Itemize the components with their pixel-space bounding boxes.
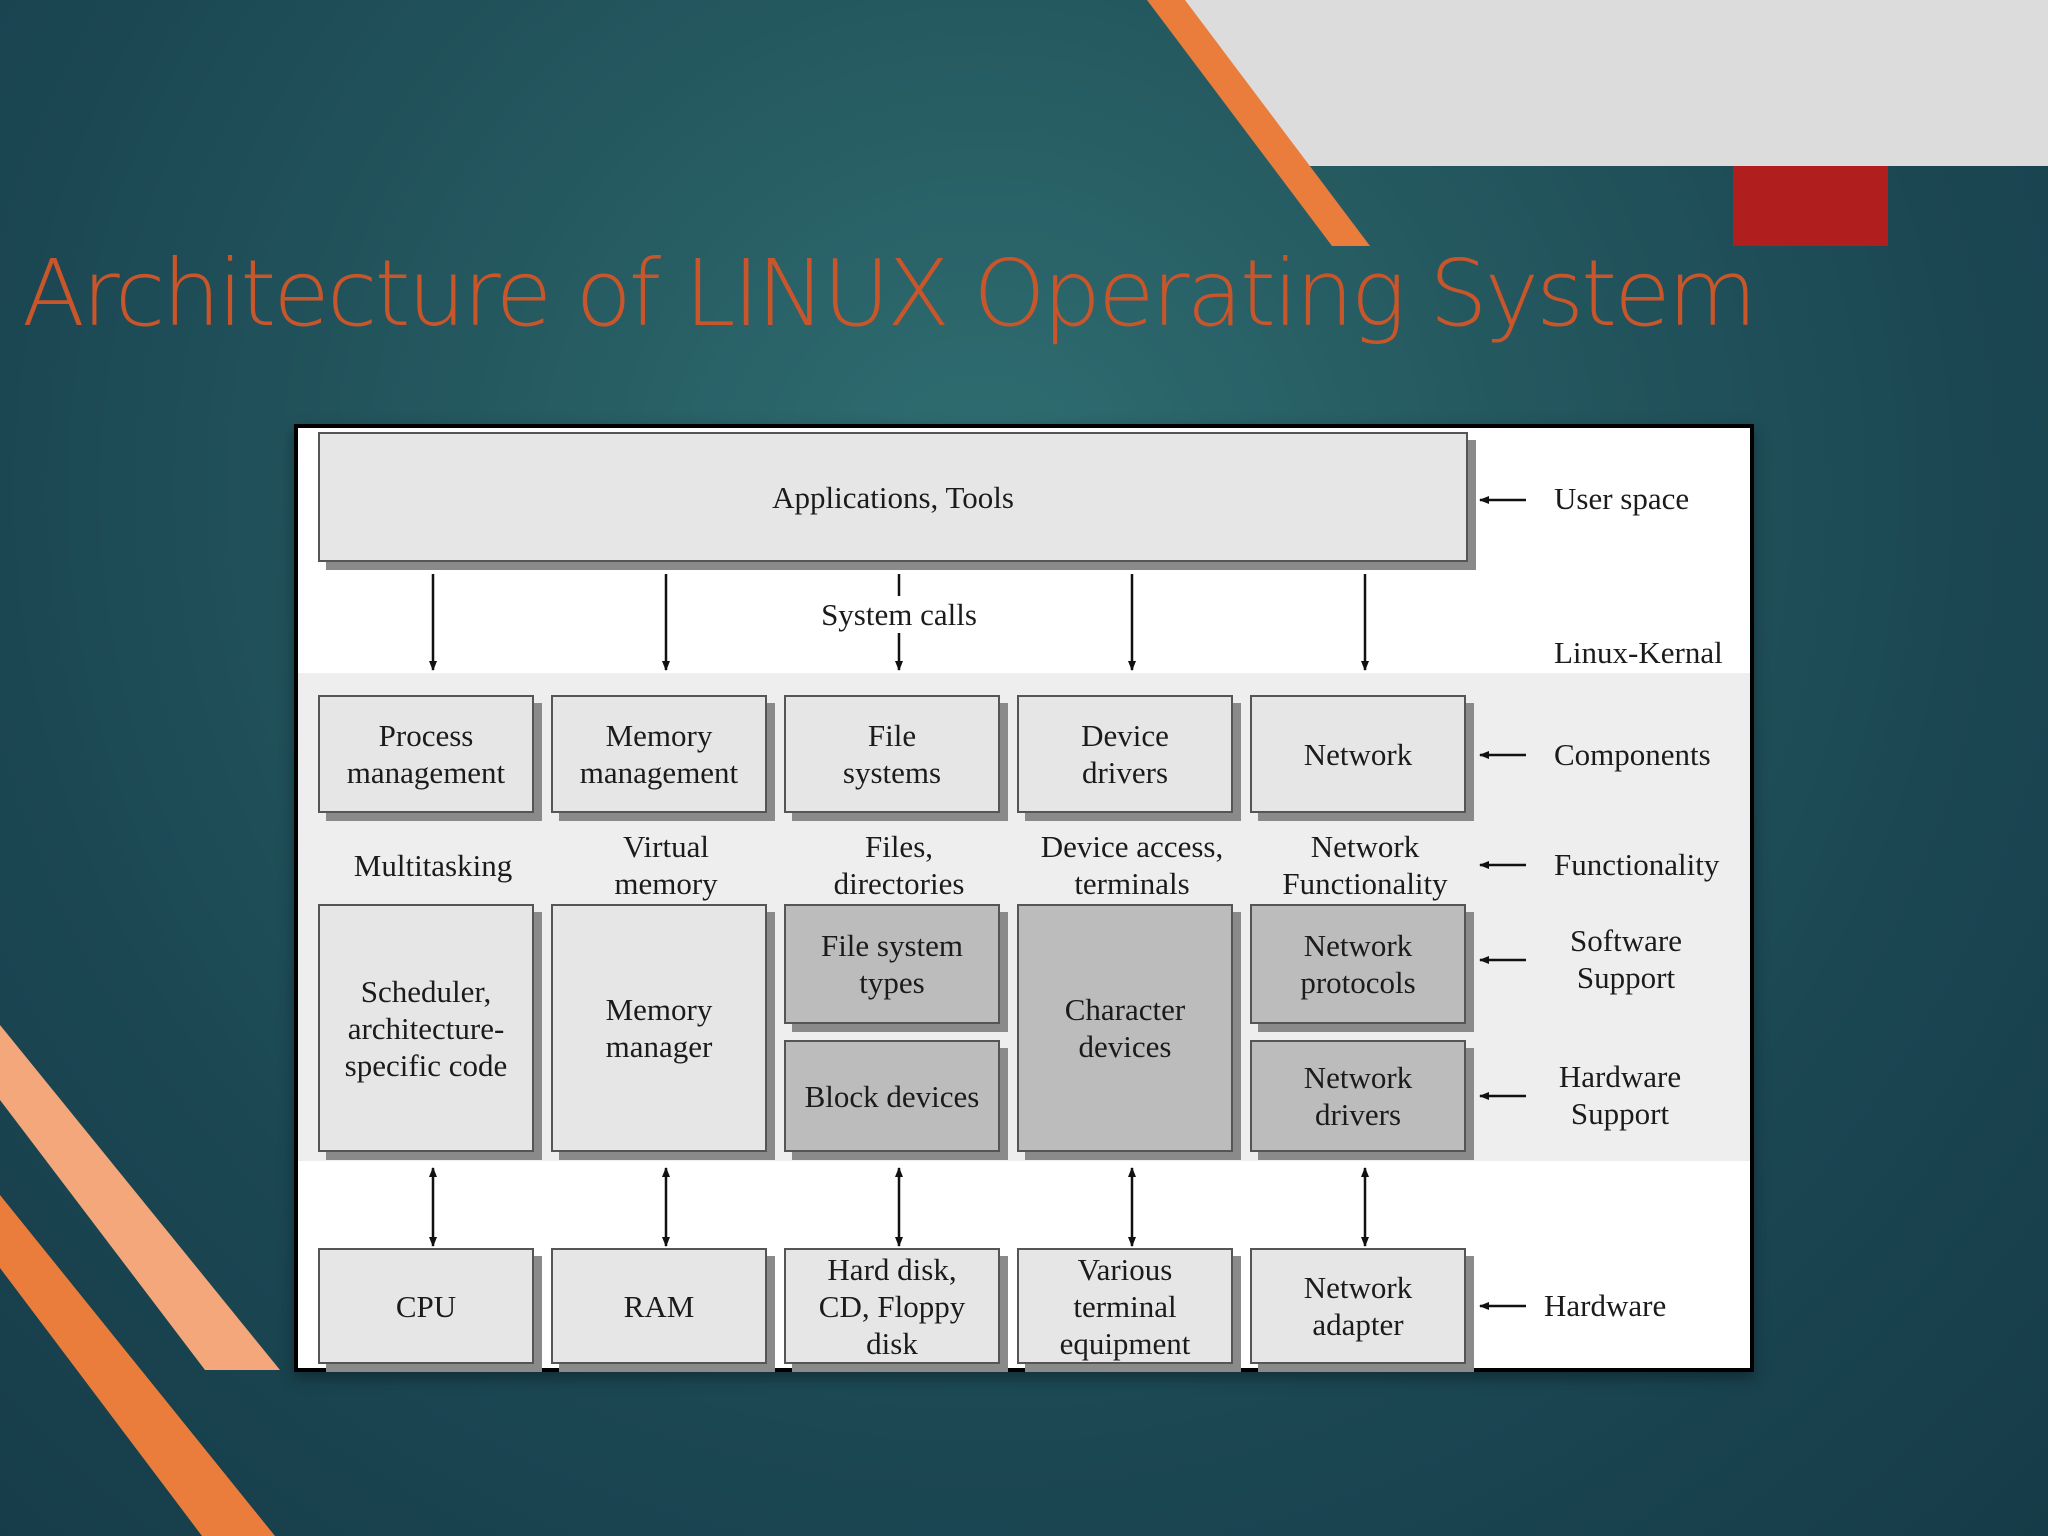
- memory-manager-box: Memory manager: [551, 904, 767, 1152]
- functionality-device-access: Device access, terminals: [1040, 829, 1224, 901]
- top-panel-shape: [1175, 0, 2048, 166]
- network-protocols-box: Network protocols: [1250, 904, 1466, 1024]
- scheduler-box: Scheduler, architecture-specific code: [318, 904, 534, 1152]
- bottom-peach-stripe: [0, 1025, 280, 1370]
- support-label: Memory manager: [605, 992, 713, 1064]
- hardware-label: Network adapter: [1303, 1270, 1413, 1342]
- system-calls-label: System calls: [817, 596, 981, 633]
- layer-label-kernel: Linux-Kernal: [1554, 635, 1723, 670]
- component-label: Device drivers: [1081, 718, 1169, 790]
- functionality-multitasking: Multitasking: [353, 848, 513, 883]
- hardware-label: Various terminal equipment: [1059, 1251, 1191, 1361]
- hardware-label: CPU: [395, 1288, 457, 1324]
- component-label: File systems: [842, 718, 942, 790]
- applications-label: Applications, Tools: [772, 479, 1014, 515]
- functionality-network: Network Functionality: [1282, 829, 1448, 901]
- component-label: Memory management: [579, 718, 739, 790]
- functionality-virtual-memory: Virtual memory: [614, 829, 718, 901]
- block-devices-box: Block devices: [784, 1040, 1000, 1152]
- component-memory-management: Memory management: [551, 695, 767, 813]
- layer-label-hardware-support: Hardware Support: [1558, 1059, 1682, 1131]
- applications-box: Applications, Tools: [318, 432, 1468, 562]
- layer-label-software-support: Software Support: [1570, 923, 1682, 995]
- functionality-files-directories: Files, directories: [833, 829, 965, 901]
- diagram-connectors: [429, 496, 1526, 1310]
- hardware-label: RAM: [623, 1288, 695, 1324]
- support-label: Scheduler, architecture-specific code: [344, 973, 508, 1083]
- red-accent-block: [1733, 166, 1888, 246]
- component-device-drivers: Device drivers: [1017, 695, 1233, 813]
- hardware-label: Hard disk, CD, Floppy disk: [818, 1251, 966, 1361]
- component-network: Network: [1250, 695, 1466, 813]
- hardware-ram: RAM: [551, 1248, 767, 1364]
- bottom-orange-stripe: [0, 1195, 275, 1536]
- component-label: Process management: [346, 718, 506, 790]
- hardware-terminal-equipment: Various terminal equipment: [1017, 1248, 1233, 1364]
- layer-label-user-space: User space: [1554, 481, 1690, 516]
- support-label: Network protocols: [1300, 928, 1416, 1000]
- top-orange-stripe: [1147, 0, 1370, 246]
- hardware-network-adapter: Network adapter: [1250, 1248, 1466, 1364]
- support-label: Character devices: [1064, 992, 1186, 1064]
- component-file-systems: File systems: [784, 695, 1000, 813]
- slide-title: Architecture of LINUX Operating System: [22, 240, 1757, 347]
- support-label: Network drivers: [1303, 1060, 1413, 1132]
- support-label: Block devices: [804, 1078, 980, 1114]
- character-devices-box: Character devices: [1017, 904, 1233, 1152]
- file-system-types-box: File system types: [784, 904, 1000, 1024]
- network-drivers-box: Network drivers: [1250, 1040, 1466, 1152]
- component-label: Network: [1303, 736, 1413, 772]
- layer-label-functionality: Functionality: [1554, 847, 1720, 882]
- linux-architecture-diagram: Applications, Tools System calls Process…: [294, 424, 1754, 1372]
- support-label: File system types: [820, 928, 964, 1000]
- layer-label-hardware: Hardware: [1544, 1288, 1667, 1323]
- hardware-disks: Hard disk, CD, Floppy disk: [784, 1248, 1000, 1364]
- hardware-cpu: CPU: [318, 1248, 534, 1364]
- component-process-management: Process management: [318, 695, 534, 813]
- layer-label-components: Components: [1554, 737, 1711, 772]
